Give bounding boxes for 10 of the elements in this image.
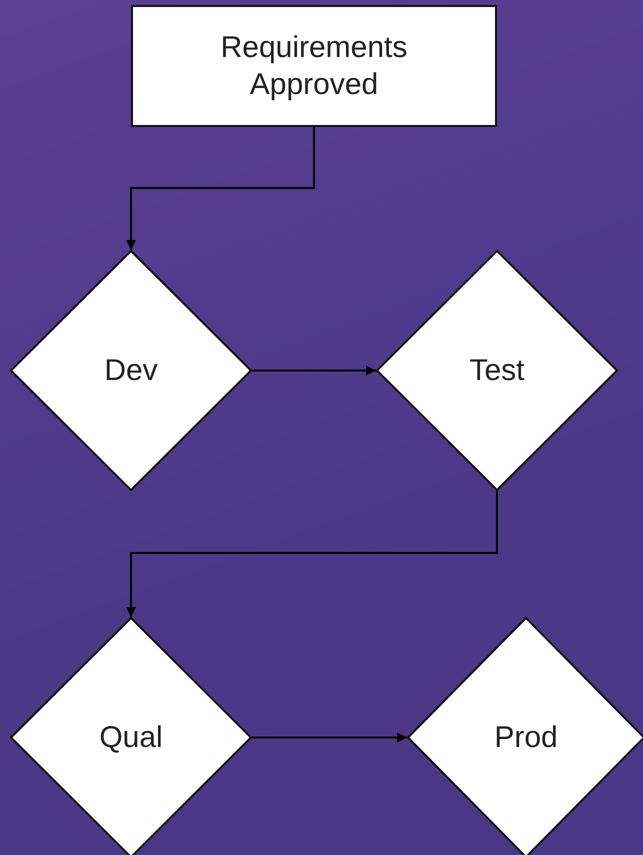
arrow xyxy=(126,127,315,250)
node-label: Dev xyxy=(103,352,159,389)
node-label: Test xyxy=(468,352,526,389)
node-label: Qual xyxy=(98,720,164,756)
arrow xyxy=(252,732,407,742)
arrow xyxy=(126,491,498,617)
node-label: Requirements Approved xyxy=(220,30,408,103)
process-box xyxy=(131,5,497,127)
arrow xyxy=(252,366,376,376)
node-label: Prod xyxy=(493,720,559,756)
